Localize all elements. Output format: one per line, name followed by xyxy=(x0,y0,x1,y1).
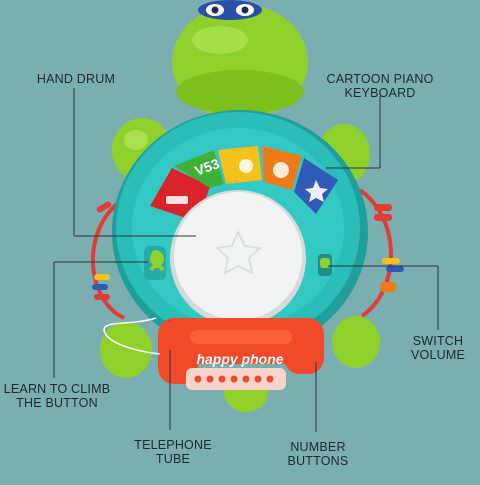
label-telephone-tube: TELEPHONE TUBE xyxy=(134,438,212,466)
label-number-buttons: NUMBER BUTTONS xyxy=(287,440,349,468)
turtle-feet xyxy=(100,118,380,412)
label-climb-button: LEARN TO CLIMB THE BUTTON xyxy=(3,382,111,410)
bead-rings xyxy=(90,188,404,320)
handset-text: happy phone xyxy=(196,351,283,367)
label-hand-drum: HAND DRUM xyxy=(36,72,116,86)
turtle-head xyxy=(172,0,308,120)
telephone-handset: happy phone xyxy=(158,318,324,384)
label-piano-keyboard: CARTOON PIANO KEYBOARD xyxy=(326,72,434,100)
callout-lines xyxy=(53,88,439,432)
label-switch-volume: SWITCH VOLUME xyxy=(411,334,465,362)
piano-key-green xyxy=(174,150,224,188)
hand-drum xyxy=(170,190,306,326)
climb-button xyxy=(144,246,166,280)
volume-switch xyxy=(318,254,332,276)
number-buttons xyxy=(186,368,286,390)
handset-cord xyxy=(103,317,161,355)
